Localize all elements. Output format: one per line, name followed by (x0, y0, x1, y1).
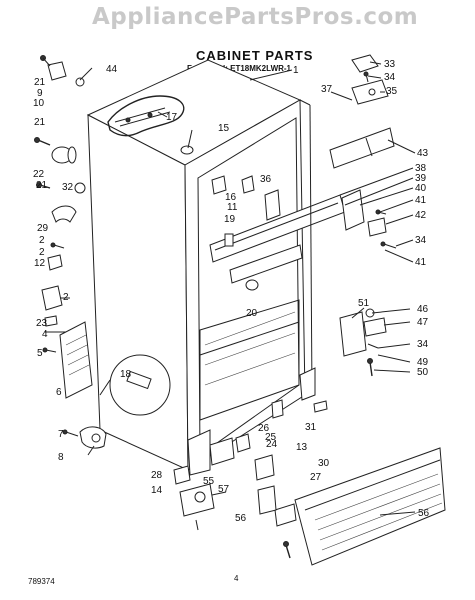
callout-21-top: 21 (34, 77, 46, 88)
callout-11: 11 (227, 202, 238, 213)
callout-34-low: 34 (417, 339, 429, 350)
callout-37: 37 (321, 84, 333, 95)
diagram-title: CABINET PARTS (196, 48, 314, 63)
callout-17: 17 (166, 112, 178, 123)
callout-12: 12 (34, 258, 46, 269)
callout-6: 6 (56, 387, 62, 398)
callout-18: 18 (120, 369, 132, 380)
callout-24: 24 (266, 439, 278, 450)
page-number: 4 (234, 574, 239, 583)
callout-22: 22 (33, 169, 45, 180)
callout-32: 32 (62, 182, 74, 193)
callout-51: 51 (358, 298, 370, 309)
callout-34-top: 34 (384, 72, 396, 83)
callout-5: 5 (37, 348, 43, 359)
callout-50: 50 (417, 367, 429, 378)
callout-27: 27 (310, 472, 322, 483)
callout-4: 4 (42, 329, 48, 340)
callout-42: 42 (415, 210, 427, 221)
leader-lines (79, 61, 416, 516)
callout-57: 57 (218, 484, 230, 495)
callout-26: 26 (258, 423, 270, 434)
callout-49: 49 (417, 357, 429, 368)
watermark: AppliancePartsPros.com (92, 4, 419, 30)
callout-28: 28 (151, 470, 163, 481)
callout-34-mid: 34 (415, 235, 427, 246)
callout-7-left: 7 (58, 429, 64, 440)
callout-47: 47 (417, 317, 429, 328)
callout-56-right: 56 (418, 508, 430, 519)
callout-8: 8 (58, 452, 64, 463)
callout-2-a: 2 (39, 235, 45, 246)
callout-31: 31 (305, 422, 317, 433)
callout-35: 35 (386, 86, 398, 97)
callout-46: 46 (417, 304, 429, 315)
callout-2-c: 2 (63, 292, 69, 303)
callout-44: 44 (106, 64, 118, 75)
callout-56-left: 56 (235, 513, 247, 524)
callout-labels: 1 15 17 44 21 9 10 21 22 21 32 29 2 2 12… (33, 59, 430, 524)
detail-circle (99, 354, 171, 416)
model-label: For Model: ET18MK2LWR-1 (187, 64, 292, 73)
callout-16: 16 (225, 192, 237, 203)
callout-10: 10 (33, 98, 45, 109)
cabinet-small-parts (180, 145, 328, 481)
callout-13: 13 (296, 442, 308, 453)
callout-41-low: 41 (415, 257, 427, 268)
callout-2-b: 2 (39, 247, 45, 258)
callout-43: 43 (417, 148, 429, 159)
callout-30: 30 (318, 458, 330, 469)
callout-25: 25 (265, 432, 277, 443)
callout-21-low: 21 (36, 180, 48, 191)
callout-14: 14 (151, 485, 163, 496)
document-number: 789374 (28, 577, 55, 586)
callout-33: 33 (384, 59, 396, 70)
callout-36: 36 (260, 174, 272, 185)
callout-41-top: 41 (415, 195, 427, 206)
callout-19: 19 (224, 214, 236, 225)
callout-38: 38 (415, 163, 427, 174)
callout-55: 55 (203, 476, 215, 487)
bottom-grille-parts (173, 447, 446, 566)
cabinet-body (86, 59, 346, 476)
callout-15: 15 (218, 123, 230, 134)
callout-1: 1 (293, 65, 299, 76)
callout-39: 39 (415, 173, 427, 184)
callout-21-mid: 21 (34, 117, 46, 128)
callout-9: 9 (37, 88, 43, 99)
left-side-parts (34, 55, 107, 449)
callout-40: 40 (415, 183, 427, 194)
callout-29: 29 (37, 223, 49, 234)
callout-20: 20 (246, 308, 258, 319)
right-side-parts (329, 54, 397, 377)
callout-23: 23 (36, 318, 48, 329)
